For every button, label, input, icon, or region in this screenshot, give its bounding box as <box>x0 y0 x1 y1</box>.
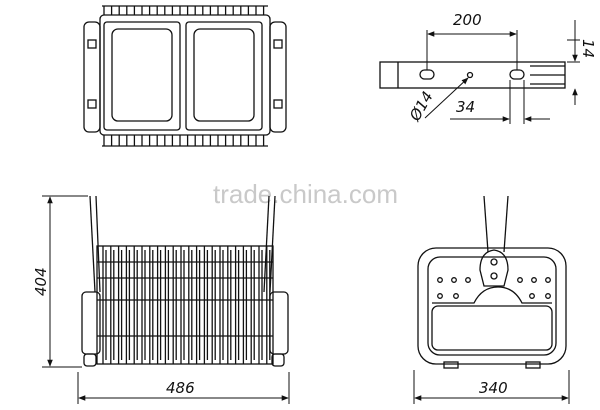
dimension-label-hole-diameter: Ø14 <box>405 88 437 125</box>
top-view-right-bracket <box>269 21 287 133</box>
top-view-module-left <box>103 21 181 131</box>
side-view-bolt <box>545 293 551 299</box>
top-view-lens-right <box>193 28 255 122</box>
top-view-bolt <box>87 39 97 49</box>
dimension-label-404: 404 <box>32 267 50 296</box>
side-view-hinge-bolt <box>490 258 498 266</box>
side-view-foot <box>525 361 541 369</box>
top-view <box>83 5 287 147</box>
front-view-dimensions <box>42 195 290 404</box>
side-view-bolt <box>531 277 537 283</box>
bracket-center-hole <box>466 71 474 79</box>
front-view-bracket-arm-left <box>89 195 96 293</box>
front-view-bracket-arm-right <box>269 195 276 293</box>
side-view-bolt <box>437 277 443 283</box>
side-view-bolt <box>451 277 457 283</box>
side-view-bolt <box>517 277 523 283</box>
leader-line-diameter <box>424 77 469 119</box>
watermark: trade.china.com <box>213 179 398 209</box>
top-view-left-bracket <box>83 21 101 133</box>
front-view-bracket-arm-right <box>263 195 270 293</box>
side-view-body <box>417 247 567 365</box>
dimension-label-340: 340 <box>479 379 508 397</box>
side-view-heatsink-contour <box>432 286 552 304</box>
dimension-label-486: 486 <box>166 379 195 397</box>
bracket-slot-right <box>509 69 525 80</box>
top-view-bolt <box>273 99 283 109</box>
front-view-fins <box>102 246 271 364</box>
top-view-bolt <box>273 39 283 49</box>
side-view-bracket-arm <box>503 195 509 253</box>
side-view-bolt <box>545 277 551 283</box>
dimension-label-34: 34 <box>456 98 475 116</box>
front-view <box>81 195 289 367</box>
side-view-foot <box>443 361 459 369</box>
side-view <box>417 195 567 369</box>
side-view-hinge-bolt <box>490 272 498 280</box>
side-view-inner-frame <box>427 256 557 356</box>
top-view-bolt <box>87 99 97 109</box>
front-view-foot-left <box>83 353 97 367</box>
top-view-module-right <box>185 21 263 131</box>
side-view-dimensions <box>413 370 570 404</box>
dimension-label-200: 200 <box>453 11 482 29</box>
front-view-body <box>96 245 274 365</box>
side-view-bolt <box>437 293 443 299</box>
top-view-body <box>99 14 271 136</box>
top-view-fins-top <box>102 5 268 15</box>
bracket-slot-left <box>419 69 435 80</box>
front-view-foot-right <box>271 353 285 367</box>
front-view-bracket-arm-left <box>95 195 101 293</box>
bracket-dimensions <box>424 20 580 124</box>
dimension-label-14: 14 <box>579 39 597 58</box>
side-view-lens-window <box>431 305 553 351</box>
side-view-hinge <box>479 249 509 287</box>
top-view-fins-bottom <box>102 135 268 147</box>
side-view-bracket-arm <box>483 195 489 253</box>
side-view-bolt <box>453 293 459 299</box>
side-view-bolt <box>465 277 471 283</box>
bracket-detail <box>379 61 566 89</box>
side-view-bolt <box>529 293 535 299</box>
top-view-lens-left <box>111 28 173 122</box>
